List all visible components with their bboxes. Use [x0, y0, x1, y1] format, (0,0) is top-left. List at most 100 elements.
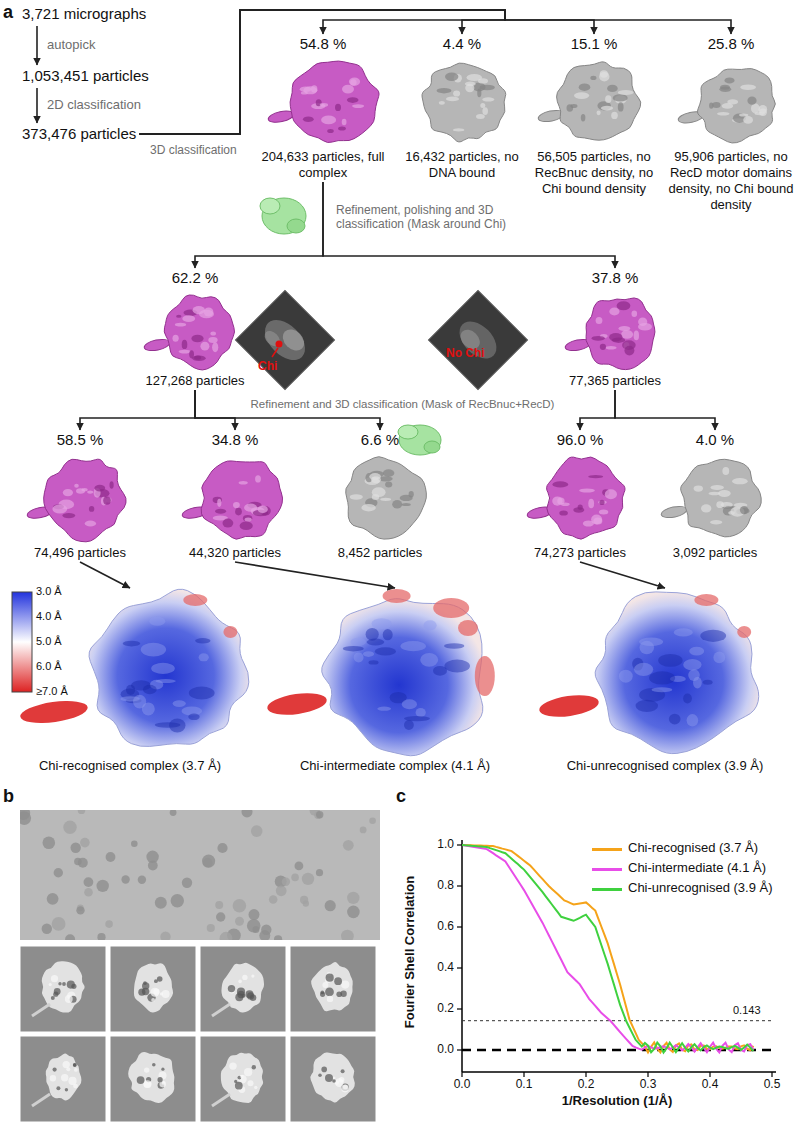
- label-text: Chi: [258, 359, 277, 373]
- class-texture: [161, 1068, 164, 1071]
- map-texture: [624, 346, 634, 356]
- class-density: [46, 1053, 82, 1100]
- map-texture: [188, 714, 199, 721]
- percentage: 6.6 %: [320, 430, 440, 450]
- connector: [580, 390, 615, 430]
- map-texture: [700, 630, 726, 642]
- fsc-curve: [462, 845, 753, 1053]
- percentage: 96.0 %: [520, 430, 640, 450]
- class-average: [200, 946, 286, 1032]
- map-texture: [424, 620, 437, 630]
- count-text: 373,476 particles: [22, 124, 136, 144]
- class-texture: [74, 1068, 78, 1072]
- connector: [195, 182, 323, 268]
- map-texture: [173, 335, 179, 342]
- particle: [282, 878, 290, 886]
- class-average: [110, 946, 196, 1032]
- class-texture: [341, 1069, 345, 1073]
- map-texture: [559, 510, 568, 515]
- map-texture: [89, 506, 94, 512]
- mask-icon: [260, 198, 306, 234]
- connector: [80, 390, 195, 430]
- low-resolution-patch: [383, 589, 411, 603]
- map-texture: [617, 301, 631, 310]
- class-texture: [252, 1065, 256, 1069]
- map-texture: [639, 637, 663, 646]
- map-texture: [239, 481, 248, 485]
- map-texture: [404, 720, 414, 730]
- class-texture: [62, 982, 66, 986]
- connector: [580, 562, 665, 588]
- class-texture: [162, 1081, 165, 1084]
- connector: [615, 390, 715, 430]
- map-texture: [416, 708, 426, 717]
- density-map-illustration: [320, 450, 440, 545]
- map-texture: [338, 127, 346, 131]
- particle: [316, 869, 323, 876]
- label-text: a: [3, 2, 13, 24]
- class-texture: [321, 1067, 327, 1073]
- class-node: 62.2 %127,268 particles: [140, 268, 250, 389]
- map-texture: [755, 112, 766, 115]
- micrograph-particles: [20, 810, 376, 940]
- particle: [155, 897, 167, 909]
- legend-swatch: [592, 868, 622, 871]
- class-node: 58.5 %74,496 particles: [20, 430, 140, 561]
- map-texture: [437, 88, 452, 93]
- legend-text: Chi-unrecognised (3.9 Å): [628, 880, 773, 896]
- map-texture: [609, 308, 619, 316]
- map-texture: [588, 499, 594, 508]
- dna-density: [19, 697, 89, 726]
- map-texture: [658, 654, 682, 667]
- map-texture: [110, 481, 114, 489]
- low-resolution-patch: [475, 656, 495, 696]
- map-texture: [243, 515, 252, 521]
- map-texture: [193, 306, 205, 314]
- low-resolution-patch: [223, 626, 237, 638]
- density-map-illustration: [665, 54, 797, 149]
- map-texture: [453, 90, 460, 96]
- class-texture: [65, 995, 73, 1003]
- edge-label: autopick: [47, 37, 95, 53]
- density-map-illustration: [20, 450, 140, 545]
- map-texture: [618, 90, 634, 95]
- class-texture: [160, 992, 163, 995]
- percentage: 54.8 %: [248, 34, 398, 54]
- class-node: 54.8 %204,633 particles, full complex: [248, 34, 398, 181]
- low-resolution-patch: [183, 594, 207, 606]
- density-map-illustration: [248, 54, 398, 149]
- map-texture: [747, 97, 756, 105]
- particle: [295, 862, 304, 871]
- map-texture: [392, 500, 402, 509]
- map-texture: [743, 116, 753, 124]
- map-texture: [342, 85, 354, 94]
- map-texture: [85, 521, 96, 527]
- particle: [84, 877, 94, 887]
- class-average: [20, 946, 106, 1032]
- class-texture: [61, 1074, 68, 1081]
- density-map: [557, 62, 641, 140]
- map-texture: [567, 104, 574, 112]
- count-node: 1,053,451 particles: [22, 66, 149, 86]
- particle: [215, 901, 223, 909]
- particle: [247, 919, 261, 933]
- map-texture: [401, 641, 426, 651]
- class-node: 4.0 %3,092 particles: [650, 430, 780, 561]
- percentage: 15.1 %: [525, 34, 663, 54]
- particle: [84, 888, 93, 897]
- particle: [217, 843, 227, 853]
- class-texture: [228, 985, 235, 992]
- count-text: 3,721 micrographs: [22, 4, 146, 24]
- particle: [43, 837, 56, 850]
- low-resolution-patch: [458, 620, 478, 636]
- map-texture: [561, 503, 570, 507]
- map-texture: [175, 323, 186, 327]
- map-texture: [351, 638, 366, 646]
- caption: 8,452 particles: [320, 545, 440, 561]
- particle: [369, 817, 376, 824]
- particle: [233, 899, 247, 913]
- tick: [457, 926, 462, 927]
- map-texture: [208, 337, 217, 343]
- mask-icon: [398, 425, 441, 455]
- class-texture: [242, 975, 247, 980]
